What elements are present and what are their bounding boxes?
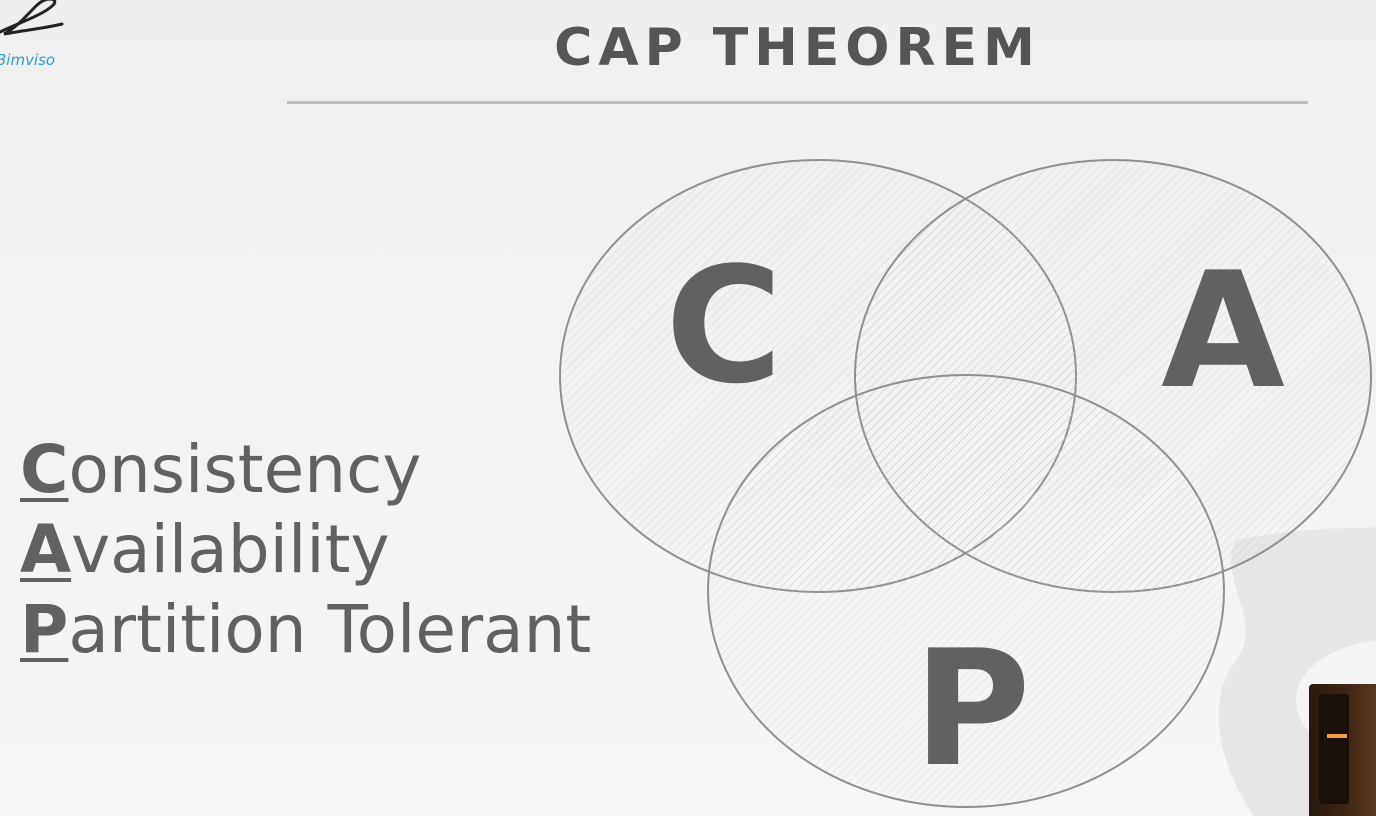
definition-rest: vailability (71, 511, 390, 588)
signature-logo-icon (0, 0, 64, 36)
logo-text: Bimviso (0, 51, 56, 69)
definition-partition-tolerant: Partition Tolerant (20, 590, 591, 670)
webcam-person (1319, 694, 1349, 804)
venn-label-a: A (1161, 237, 1285, 424)
definition-consistency: Consistency (20, 430, 591, 510)
webcam-overlay (1309, 684, 1376, 816)
definition-rest: onsistency (68, 431, 422, 508)
title-divider (287, 101, 1308, 104)
page-title: CAP THEOREM (554, 18, 1041, 78)
venn-circle-p (707, 374, 1225, 808)
cap-definitions: Consistency Availability Partition Toler… (20, 430, 591, 670)
definition-rest: artition Tolerant (68, 591, 592, 668)
definition-availability: Availability (20, 510, 591, 590)
venn-label-c: C (665, 232, 782, 419)
definition-initial: C (20, 431, 69, 508)
definition-initial: A (20, 511, 72, 588)
definition-initial: P (20, 591, 69, 668)
webcam-highlight (1327, 734, 1347, 738)
venn-diagram: C A P (559, 159, 1372, 808)
venn-label-p: P (913, 615, 1030, 802)
